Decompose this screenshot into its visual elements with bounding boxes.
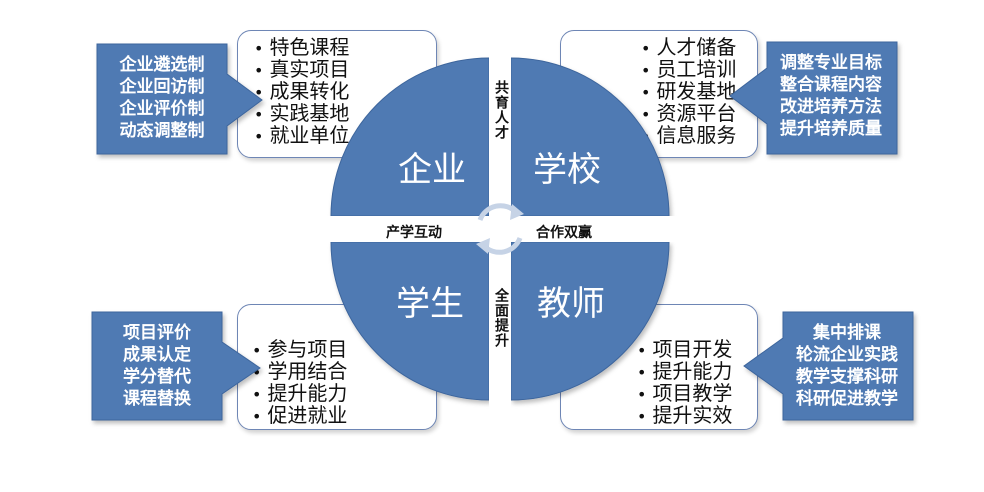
callout-line: 提升培养质量 [780,119,882,139]
callout-line: 企业遴选制 [119,55,205,75]
enterprise-callout-text: 企业遴选制 企业回访制 企业评价制 动态调整制 [97,54,227,142]
callout-line: 动态调整制 [119,121,205,141]
callout-line: 教学支撑科研 [796,367,898,387]
student-items-list: 参与项目 学用结合 提升能力 促进就业 [238,305,436,427]
school-callout-arrow [729,41,898,155]
callout-line: 企业评价制 [119,99,205,119]
list-item: 成果转化 [254,81,436,103]
list-item: 学用结合 [252,361,436,383]
list-item: 实践基地 [254,103,436,125]
list-item: 提升能力 [252,383,436,405]
link-label-right: 合作双赢 [536,225,592,241]
cycle-arrowhead-icon [510,204,524,220]
teacher-callout-text: 集中排课 轮流企业实践 教学支撑科研 科研促进教学 [780,322,914,410]
enterprise-callout-arrow [96,43,263,155]
enterprise-quadrant [330,57,490,217]
callout-line: 轮流企业实践 [796,345,898,365]
list-item: 就业单位 [254,125,436,147]
teacher-items-list: 项目开发 提升能力 项目教学 提升实效 [561,305,757,427]
list-item: 提升能力 [637,361,757,383]
teacher-callout-arrow [743,311,914,421]
callout-line: 学分替代 [123,367,191,387]
list-item: 提升实效 [637,405,757,427]
horizontal-gap [320,216,680,242]
callout-line: 项目评价 [123,323,191,343]
student-callout-text: 项目评价 成果认定 学分替代 课程替换 [92,322,222,410]
list-item: 员工培训 [641,59,757,81]
callout-line: 改进培养方法 [780,97,882,117]
link-label-bottom: 全面提升 [493,288,509,348]
teacher-quadrant [510,241,670,401]
callout-line: 集中排课 [813,323,881,343]
student-label: 学生 [396,284,464,324]
list-item: 资源平台 [641,103,757,125]
enterprise-label: 企业 [398,150,466,190]
list-item: 特色课程 [254,37,436,59]
link-label-top: 共育人才 [493,80,509,140]
callout-line: 企业回访制 [119,77,205,97]
callout-line: 课程替换 [123,389,191,409]
list-item: 真实项目 [254,59,436,81]
list-item: 信息服务 [641,125,757,147]
school-label: 学校 [533,150,601,190]
enterprise-items-list: 特色课程 真实项目 成果转化 实践基地 就业单位 [238,31,436,147]
list-item: 研发基地 [641,81,757,103]
list-item: 参与项目 [252,339,436,361]
list-item: 项目开发 [637,339,757,361]
list-item: 项目教学 [637,383,757,405]
school-callout-text: 调整专业目标 整合课程内容 改进培养方法 提升培养质量 [764,52,898,140]
student-callout-arrow [91,311,261,421]
callout-line: 科研促进教学 [796,389,898,409]
callout-line: 成果认定 [123,345,191,365]
callout-line: 调整专业目标 [780,53,882,73]
link-label-left: 产学互动 [386,225,442,241]
school-items-list: 人才储备 员工培训 研发基地 资源平台 信息服务 [561,31,757,147]
cycle-arrowhead-icon [476,238,490,254]
student-quadrant [330,241,490,401]
callout-line: 整合课程内容 [780,75,882,95]
teacher-label: 教师 [537,284,605,324]
school-quadrant [510,57,670,217]
list-item: 促进就业 [252,405,436,427]
list-item: 人才储备 [641,37,757,59]
